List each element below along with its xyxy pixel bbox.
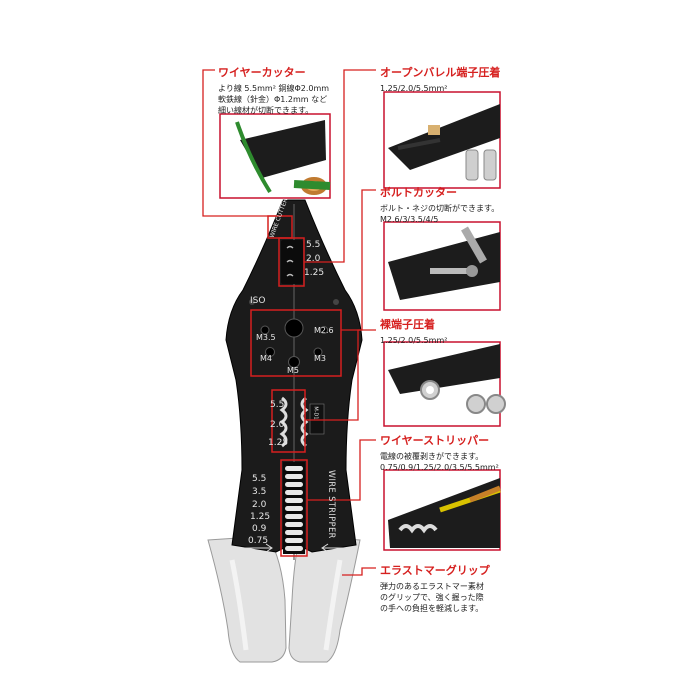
stripper-box xyxy=(280,459,308,557)
iso-label: ISO xyxy=(250,296,266,306)
bare-size-1: 5.5 xyxy=(270,400,285,410)
callout-line: M2.6/3/3.5/4/5 xyxy=(380,215,439,224)
callout-open-barrel: オープンバレル端子圧着 1.25/2.0/5.5mm² xyxy=(380,64,500,94)
callout-title: ワイヤーカッター xyxy=(218,66,306,79)
open-barrel-photo xyxy=(383,91,501,189)
open-size-2: 2.0 xyxy=(306,254,321,264)
bolt-size-m5: M5 xyxy=(287,366,299,375)
callout-wire-stripper: ワイヤーストリッパー 電線の被覆剥きができます。 0.75/0.9/1.25/2… xyxy=(380,432,499,473)
logo-plate-mark: M-D1 xyxy=(312,406,319,420)
left-grip xyxy=(207,535,287,663)
callout-line: ボルト・ネジの切断ができます。 xyxy=(380,204,500,213)
open-size-3: 1.25 xyxy=(304,268,325,278)
bare-size-3: 1.25 xyxy=(268,438,289,448)
strip-size-5: 0.9 xyxy=(252,524,267,534)
callout-bolt-cutter: ボルトカッター ボルト・ネジの切断ができます。 M2.6/3/3.5/4/5 xyxy=(380,184,499,225)
wire-stripper-mark: WIRE STRIPPER xyxy=(326,470,336,539)
strip-size-1: 5.5 xyxy=(252,474,267,484)
callout-line: 電線の被覆剥きができます。 xyxy=(380,452,484,461)
callout-title: ワイヤーストリッパー xyxy=(380,434,490,447)
stripper-tooth xyxy=(285,514,303,519)
callout-title: ボルトカッター xyxy=(380,186,457,199)
callout-line: 1.25/2.0/5.5mm² xyxy=(380,84,448,93)
callout-bare-terminal: 裸端子圧着 1.25/2.0/5.5mm² xyxy=(380,316,447,346)
strip-size-3: 2.0 xyxy=(252,500,267,510)
bare-size-2: 2.0 xyxy=(270,420,285,430)
stripper-tooth xyxy=(285,482,303,487)
callout-wire-cutter: ワイヤーカッター より線 5.5mm² 銅線Φ2.0mm 軟鉄線（針金）Φ1.2… xyxy=(218,64,329,116)
wire-stripper-photo xyxy=(383,469,501,551)
bare-terminal-photo xyxy=(383,341,506,427)
open-size-1: 5.5 xyxy=(306,240,321,250)
stripper-tooth xyxy=(285,490,303,495)
callout-line: 細い線材が切断できます。 xyxy=(218,106,314,115)
strip-size-6: 0.75 xyxy=(248,536,269,546)
callout-line: 1.25/2.0/5.5mm² xyxy=(380,336,448,345)
bolt-size-m4: M4 xyxy=(260,354,272,363)
callout-line: 0.75/0.9/1.25/2.0/3.5/5.5mm² xyxy=(380,463,499,472)
bolt-size-m26: M2.6 xyxy=(314,326,334,335)
strip-size-2: 3.5 xyxy=(252,487,267,497)
callout-title: オープンバレル端子圧着 xyxy=(380,66,501,79)
bolt-box xyxy=(250,309,342,377)
callout-line: のグリップで、強く握った際 xyxy=(380,593,484,602)
stripper-tooth xyxy=(285,546,303,551)
callout-line: 弾力のあるエラストマー素材 xyxy=(380,582,484,591)
bolt-cutter-photo xyxy=(383,221,501,311)
stripper-tooth xyxy=(285,538,303,543)
callout-title: 裸端子圧着 xyxy=(380,318,435,331)
right-grip xyxy=(288,535,361,663)
stripper-tooth xyxy=(285,466,303,471)
stripper-tooth xyxy=(285,498,303,503)
bolt-size-m35: M3.5 xyxy=(256,333,276,342)
bolt-size-m3: M3 xyxy=(314,354,326,363)
strip-size-4: 1.25 xyxy=(250,512,271,522)
callout-title: エラストマーグリップ xyxy=(380,564,490,577)
callout-line: より線 5.5mm² 銅線Φ2.0mm xyxy=(218,84,330,93)
callout-line: の手への負担を軽減します。 xyxy=(380,604,484,613)
stripper-tooth xyxy=(285,506,303,511)
stripper-tooth xyxy=(285,474,303,479)
stripper-tooth xyxy=(285,522,303,527)
bare-box xyxy=(271,389,306,453)
wire-cutter-photo xyxy=(219,113,331,199)
stripper-tooth xyxy=(285,530,303,535)
stripper-teeth xyxy=(285,466,303,551)
callout-line: 軟鉄線（針金）Φ1.2mm など xyxy=(218,95,328,104)
callout-elastomer-grip: エラストマーグリップ 弾力のあるエラストマー素材 のグリップで、強く握った際 の… xyxy=(380,562,490,614)
